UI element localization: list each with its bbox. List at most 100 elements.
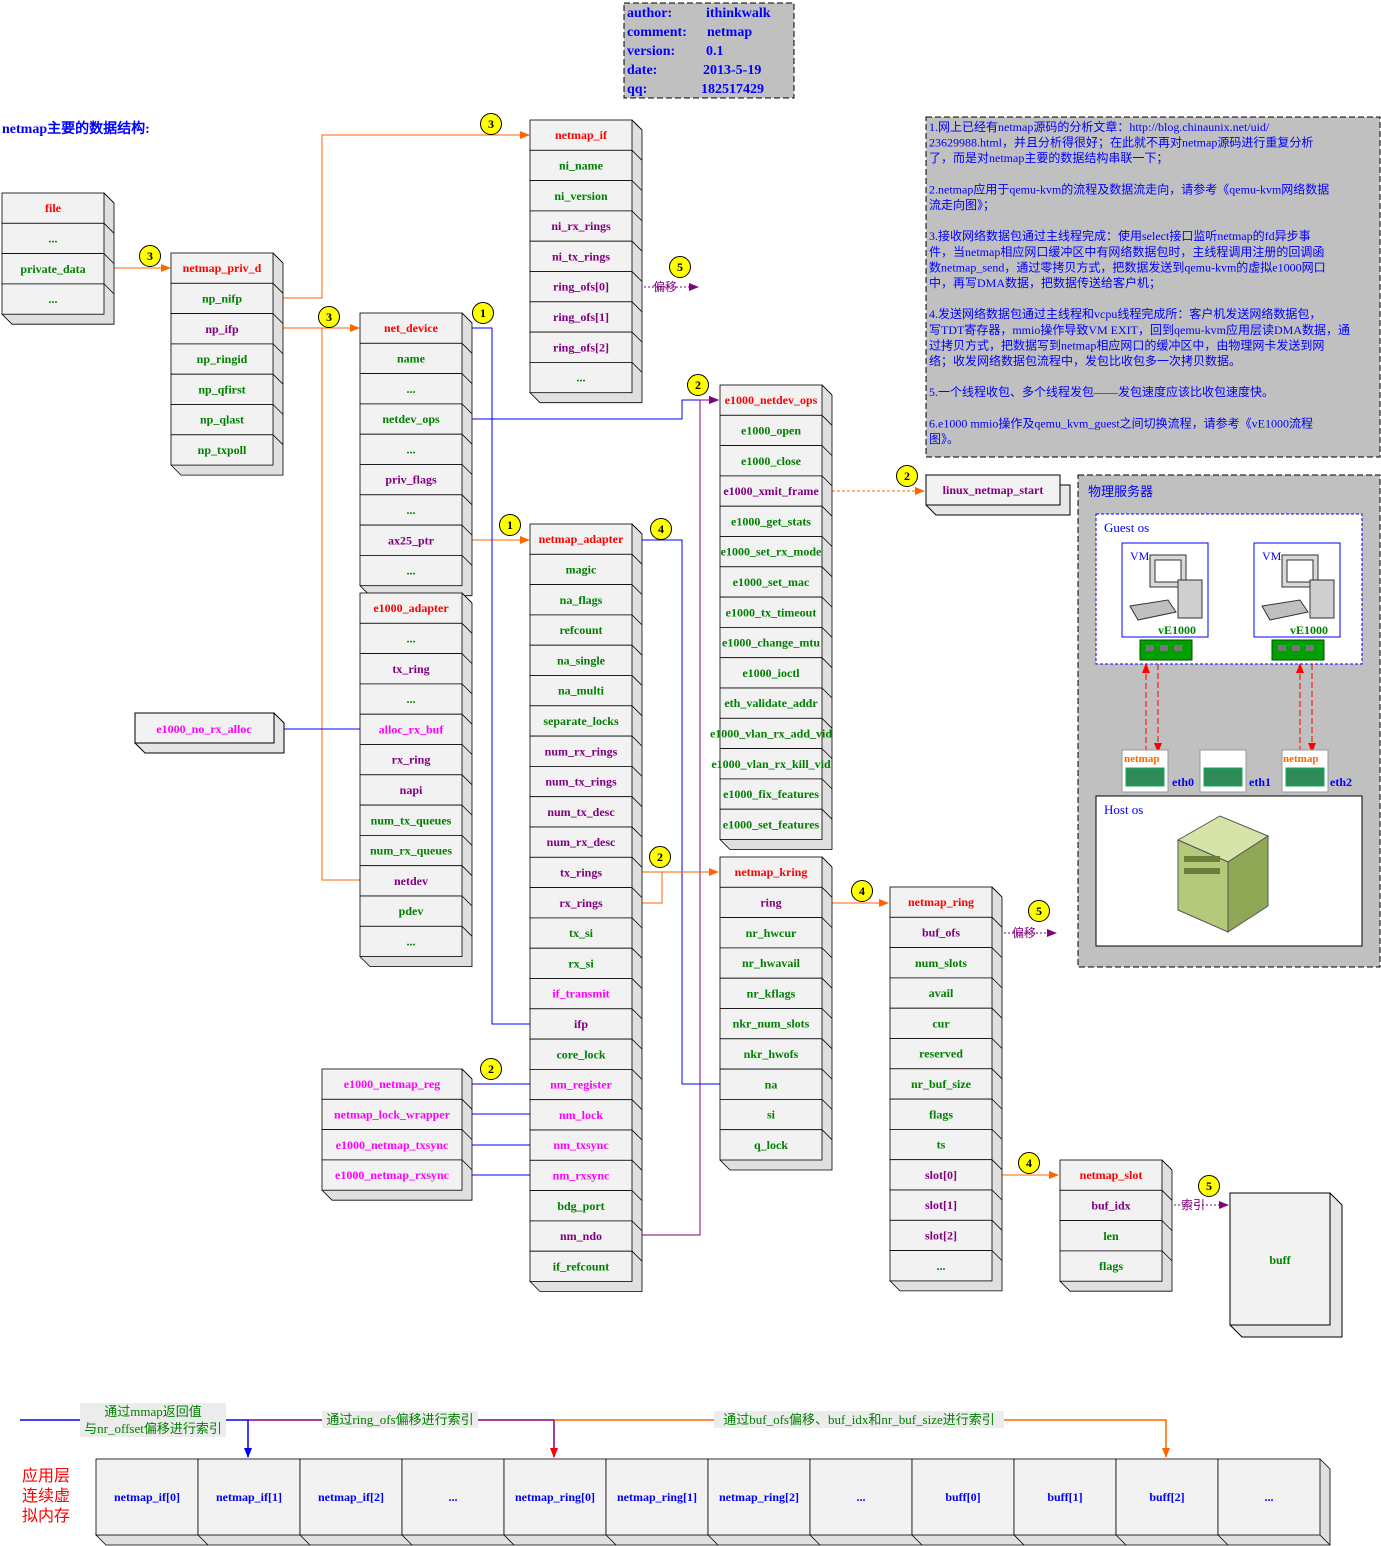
field-cell bbox=[719, 445, 823, 477]
field-: ... bbox=[407, 631, 416, 645]
field-cell bbox=[359, 835, 463, 867]
field-cell bbox=[170, 373, 274, 405]
field-cell bbox=[529, 1129, 633, 1161]
nic-card-icon: netmap bbox=[1281, 749, 1329, 793]
nic-card-icon bbox=[1271, 639, 1325, 661]
struct-nm-funcs: e1000_netmap_regnetmap_lock_wrappere1000… bbox=[321, 1068, 473, 1201]
memory-cell-label: buff[2] bbox=[1149, 1490, 1184, 1504]
badge-number: 5 bbox=[1206, 1179, 1212, 1193]
note-line: 3.接收网络数据包通过主线程完成：使用select接口监听netmap的fd异步… bbox=[929, 228, 1311, 243]
field-ifp: ifp bbox=[574, 1017, 588, 1031]
memory-cell bbox=[1217, 1458, 1321, 1536]
memory-cell bbox=[605, 1458, 709, 1536]
field-cell bbox=[321, 1098, 463, 1131]
eth0-label: eth0 bbox=[1172, 775, 1194, 789]
badge-number: 3 bbox=[488, 117, 494, 131]
field-cell bbox=[321, 1068, 463, 1100]
connectors bbox=[104, 131, 1229, 1236]
field-cell bbox=[719, 536, 823, 568]
server-tower-icon bbox=[1176, 815, 1270, 933]
notes-panel: 1.网上已经有netmap源码的分析文章：http://blog.chinaun… bbox=[925, 116, 1381, 458]
struct-netmap-priv-d: netmap_priv_dnp_nifpnp_ifpnp_ringidnp_qf… bbox=[170, 252, 284, 476]
field-cell bbox=[719, 1008, 823, 1040]
memory-cell-label: ... bbox=[857, 1490, 866, 1504]
field-cell bbox=[529, 210, 633, 242]
field-ni-tx-rings: ni_tx_rings bbox=[552, 249, 610, 263]
ring-ofs-label: 通过ring_ofs偏移进行索引 bbox=[326, 1412, 473, 1427]
note-line: 件，当netmap相应网口缓冲区中有网络数据包时，主线程调用注册的回调函 bbox=[929, 244, 1324, 259]
vm-2-label: VM bbox=[1262, 549, 1282, 563]
mmap-label-1: 通过mmap返回值 bbox=[104, 1404, 202, 1419]
field-netmap-adapter: netmap_adapter bbox=[539, 532, 624, 546]
field-: ... bbox=[407, 442, 416, 456]
struct-net-device: net_devicename...netdev_ops...priv_flags… bbox=[359, 312, 473, 597]
note-line: 写TDT寄存器，mmio操作导致VM EXIT，回到qemu-kvm应用层读DM… bbox=[929, 322, 1350, 337]
field-cell bbox=[889, 1038, 993, 1070]
field-na: na bbox=[765, 1077, 778, 1091]
badge-number: 2 bbox=[904, 469, 910, 483]
field-private-data: private_data bbox=[20, 262, 85, 276]
field-cell bbox=[719, 627, 823, 659]
field-e1000-close: e1000_close bbox=[741, 454, 802, 468]
arrow-np-nifp bbox=[272, 131, 530, 299]
field-cell bbox=[321, 1159, 463, 1191]
struct-netmap-ring: netmap_ringbuf_ofsnum_slotsavailcurreser… bbox=[889, 886, 1003, 1292]
field-cell bbox=[529, 705, 633, 737]
struct-netmap-adapter: netmap_adaptermagicna_flagsrefcountna_si… bbox=[529, 523, 643, 1292]
memory-cell-label: netmap_ring[0] bbox=[515, 1490, 595, 1504]
note-line: 数netmap_send，通过零拷贝方式，把数据发送到qemu-kvm的虚拟e1… bbox=[929, 259, 1326, 274]
field-cell bbox=[889, 977, 993, 1009]
field-num-tx-queues: num_tx_queues bbox=[371, 813, 452, 827]
field-nr-buf-size: nr_buf_size bbox=[911, 1077, 972, 1091]
field-cell bbox=[889, 1219, 993, 1252]
field-netmap-slot: netmap_slot bbox=[1080, 1168, 1143, 1182]
field-cell bbox=[359, 494, 463, 526]
field-cell bbox=[529, 644, 633, 676]
field-num-tx-rings: num_tx_rings bbox=[545, 775, 617, 789]
field-ring-ofs-0: ring_ofs[0] bbox=[553, 280, 609, 294]
e1000-no-rx-alloc-label: e1000_no_rx_alloc bbox=[156, 722, 252, 736]
field-e1000-ioctl: e1000_ioctl bbox=[742, 666, 800, 680]
field-cell bbox=[170, 434, 274, 466]
comment-value: netmap bbox=[707, 25, 752, 40]
linux-netmap-start-label: linux_netmap_start bbox=[943, 483, 1044, 497]
diagram-heading: netmap主要的数据结构: bbox=[2, 120, 150, 137]
badge-number: 3 bbox=[147, 249, 153, 263]
field-cell bbox=[529, 796, 633, 828]
nic-card-icon: netmap bbox=[1121, 749, 1169, 793]
step-badge: 5 bbox=[1028, 900, 1050, 922]
field-: ... bbox=[407, 382, 416, 396]
step-badge: 3 bbox=[480, 113, 502, 135]
field-np-qlast: np_qlast bbox=[200, 413, 244, 427]
field-cell bbox=[170, 252, 274, 284]
field-e1000-change-mtu: e1000_change_mtu bbox=[722, 636, 820, 650]
e1000-no-rx-alloc-box: e1000_no_rx_alloc bbox=[133, 712, 285, 754]
badge-number: 4 bbox=[1026, 1156, 1032, 1170]
field-e1000-netmap-txsync: e1000_netmap_txsync bbox=[336, 1138, 449, 1152]
field-np-nifp: np_nifp bbox=[202, 291, 242, 305]
arrow-ifp bbox=[461, 324, 530, 1025]
field-cell bbox=[529, 1038, 633, 1070]
field-cell bbox=[889, 1250, 993, 1282]
memory-cell-label: netmap_ring[1] bbox=[617, 1490, 697, 1504]
linux-netmap-start-box: linux_netmap_start bbox=[925, 473, 1071, 516]
author-info-box: author: ithinkwalk comment: netmap versi… bbox=[623, 2, 795, 99]
memory-cell bbox=[401, 1458, 505, 1536]
physical-server-panel: 物理服务器 Guest os VM vE1000 VM bbox=[1077, 474, 1381, 968]
field-cell bbox=[529, 1190, 633, 1222]
field-: ... bbox=[407, 564, 416, 578]
badge-number: 4 bbox=[658, 522, 664, 536]
field-np-txpoll: np_txpoll bbox=[198, 443, 247, 457]
step-badge: 4 bbox=[1018, 1152, 1040, 1174]
badge-number: 2 bbox=[657, 850, 663, 864]
eth2-label: eth2 bbox=[1330, 775, 1352, 789]
badge-number: 3 bbox=[326, 310, 332, 324]
field-refcount: refcount bbox=[559, 623, 602, 637]
field-cell bbox=[529, 180, 633, 212]
field-if-refcount: if_refcount bbox=[553, 1259, 609, 1273]
field-cell bbox=[1059, 1250, 1163, 1282]
field-cell bbox=[529, 584, 633, 616]
struct-e1000-netdev-ops: e1000_netdev_opse1000_opene1000_closee10… bbox=[710, 384, 833, 850]
author-value: ithinkwalk bbox=[706, 6, 771, 21]
